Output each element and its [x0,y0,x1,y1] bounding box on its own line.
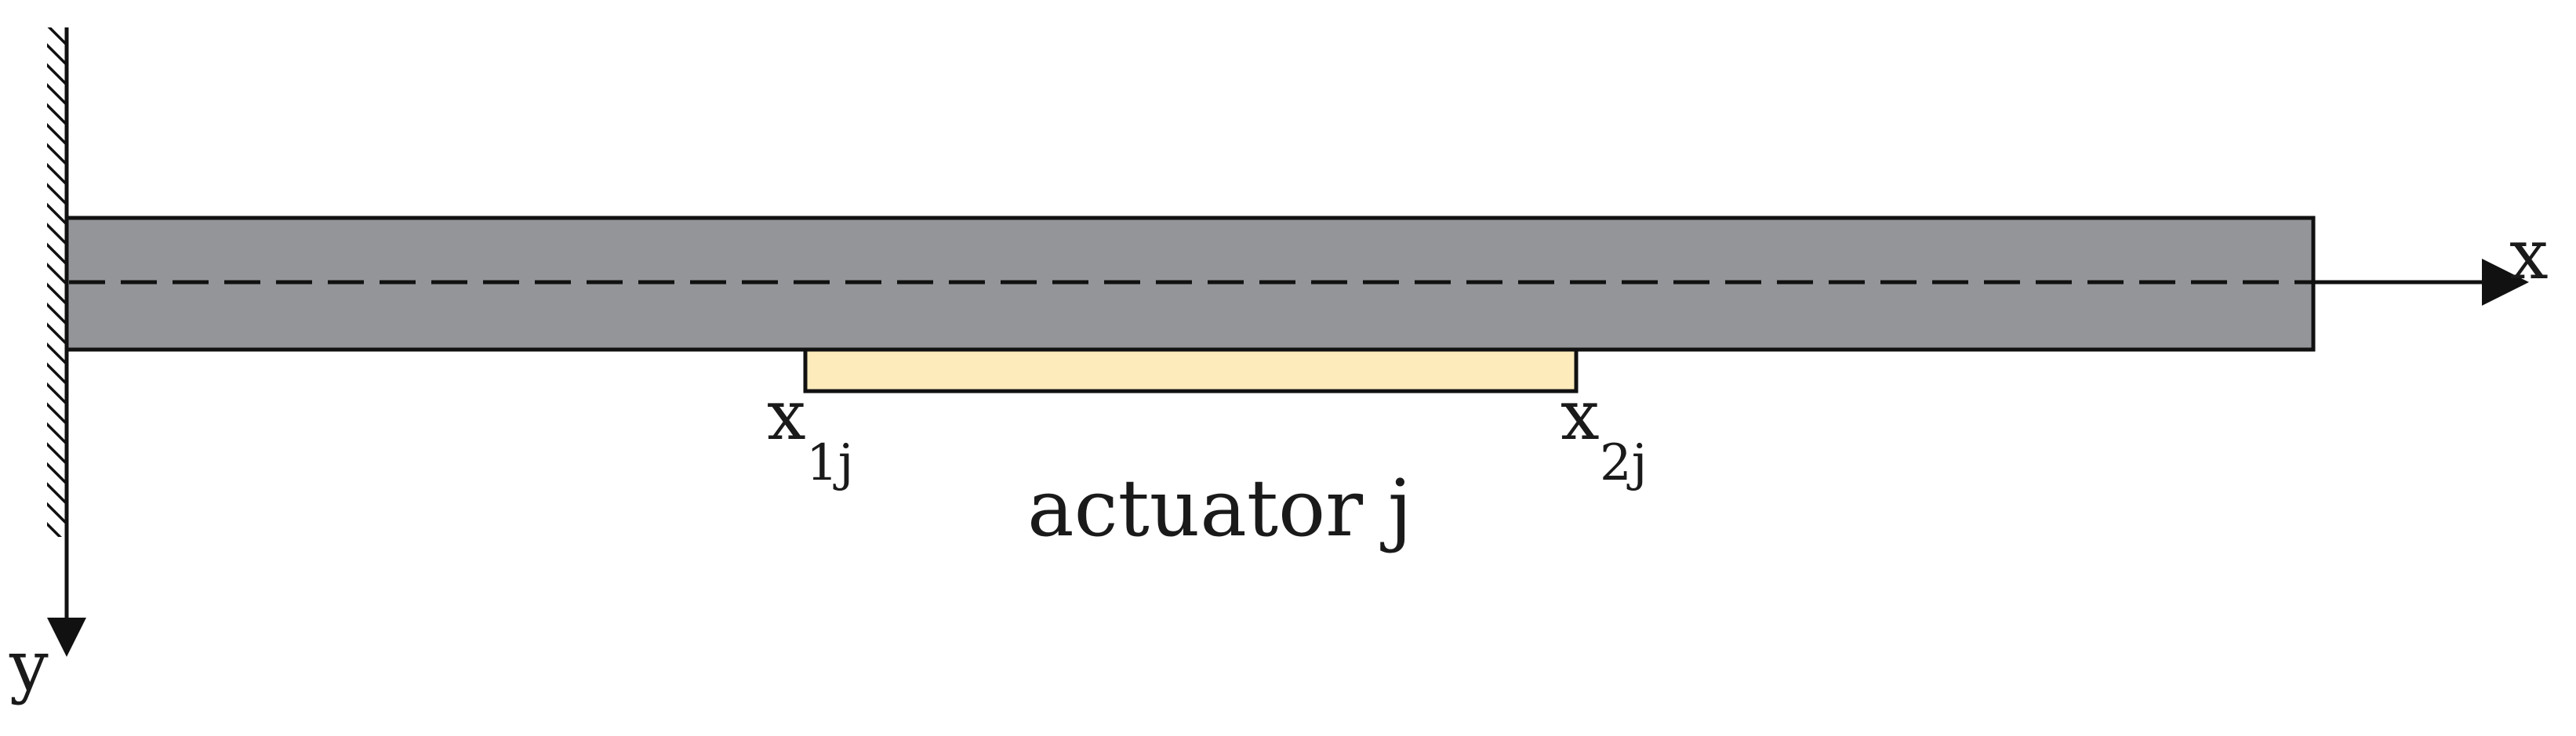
actuator-end-label: x [1560,375,1600,455]
x-axis-arrowhead [2482,259,2529,306]
y-axis-arrowhead [47,618,86,657]
actuator-name-label: actuator j [1027,462,1412,554]
x-axis-label: x [2509,214,2549,295]
y-axis-label: y [9,625,49,706]
actuator-end-subscript: 2j [1600,434,1648,492]
actuator-start-label: x [767,375,806,455]
fixed-support-hatch [47,27,66,537]
actuator-patch [803,347,1579,393]
actuator-start-subscript: 1j [806,434,854,492]
